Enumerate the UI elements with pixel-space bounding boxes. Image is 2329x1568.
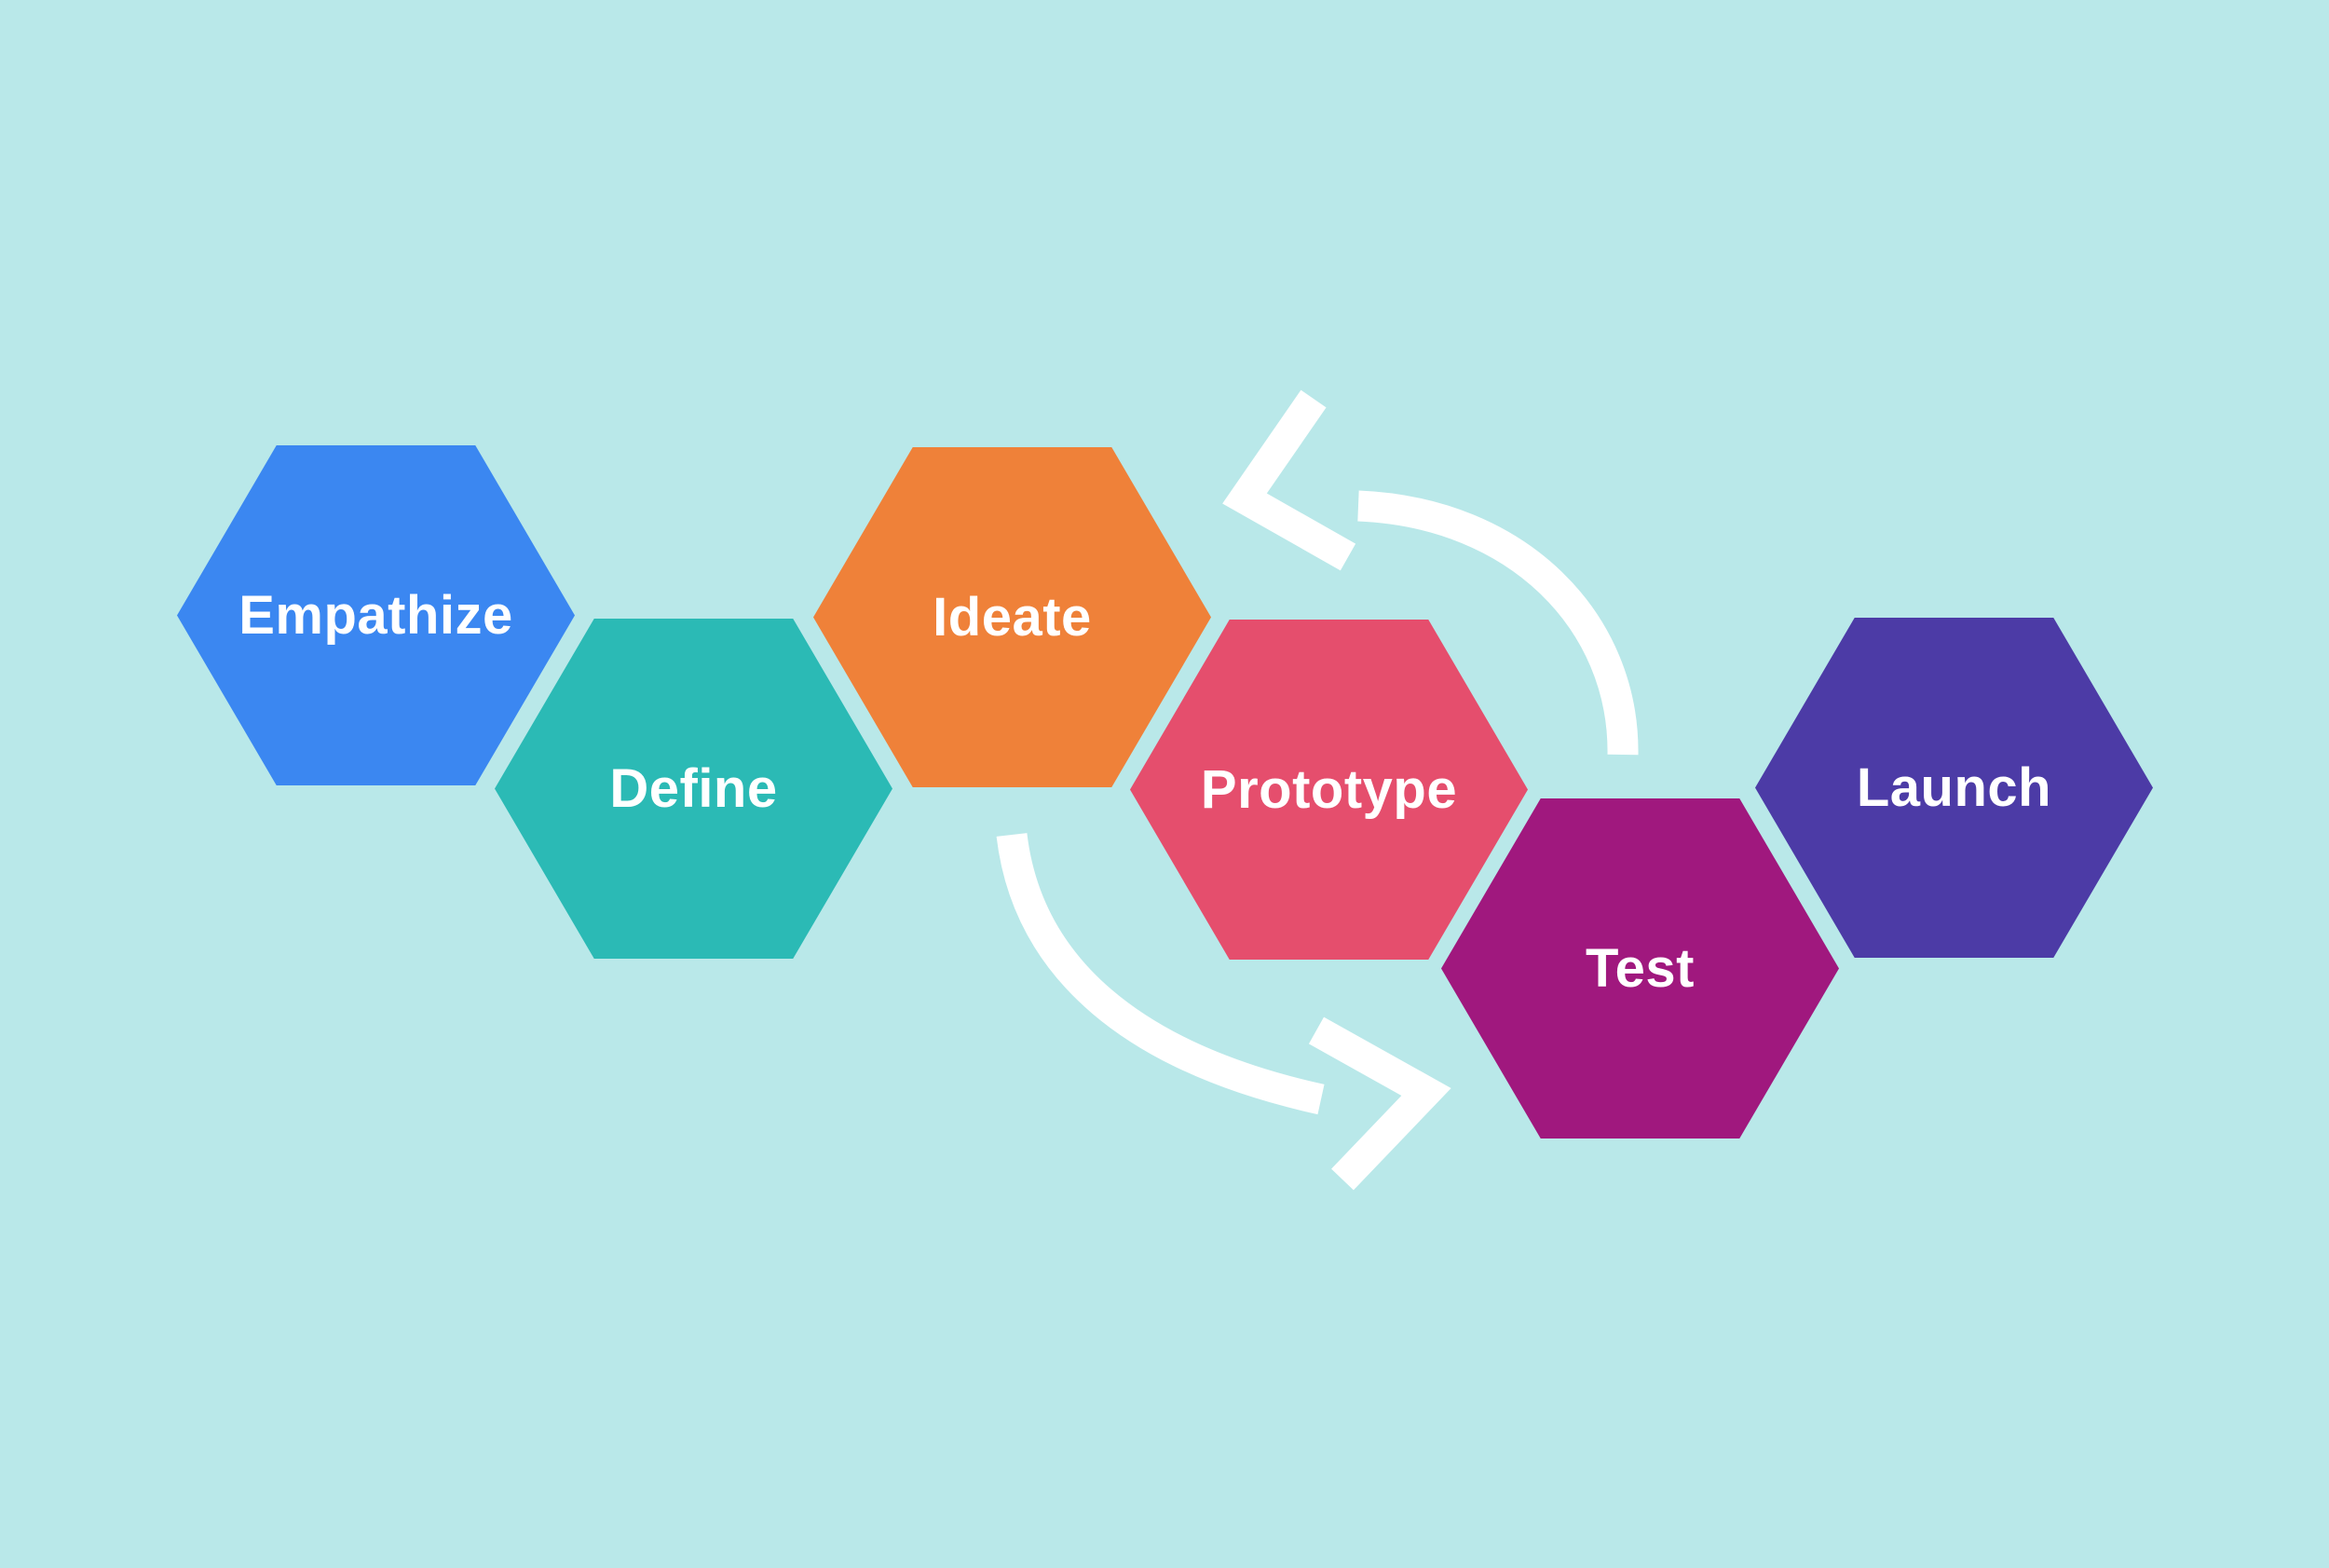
loop-forward-arrow-head	[1308, 1016, 1451, 1191]
step-hexagon-empathize: Empathize	[177, 445, 575, 785]
step-label-prototype: Prototype	[1200, 759, 1458, 820]
step-label-define: Define	[609, 758, 778, 819]
step-hexagon-ideate: Ideate	[813, 447, 1211, 787]
step-label-launch: Launch	[1856, 757, 2052, 818]
step-hexagon-test: Test	[1441, 798, 1839, 1139]
step-label-ideate: Ideate	[933, 587, 1092, 648]
step-hexagon-define: Define	[495, 619, 892, 959]
step-label-empathize: Empathize	[238, 585, 513, 646]
loop-back-arrow-head	[1222, 389, 1356, 571]
step-hexagon-prototype: Prototype	[1130, 620, 1528, 960]
step-label-test: Test	[1586, 938, 1695, 999]
step-hexagon-launch: Launch	[1755, 618, 2153, 958]
